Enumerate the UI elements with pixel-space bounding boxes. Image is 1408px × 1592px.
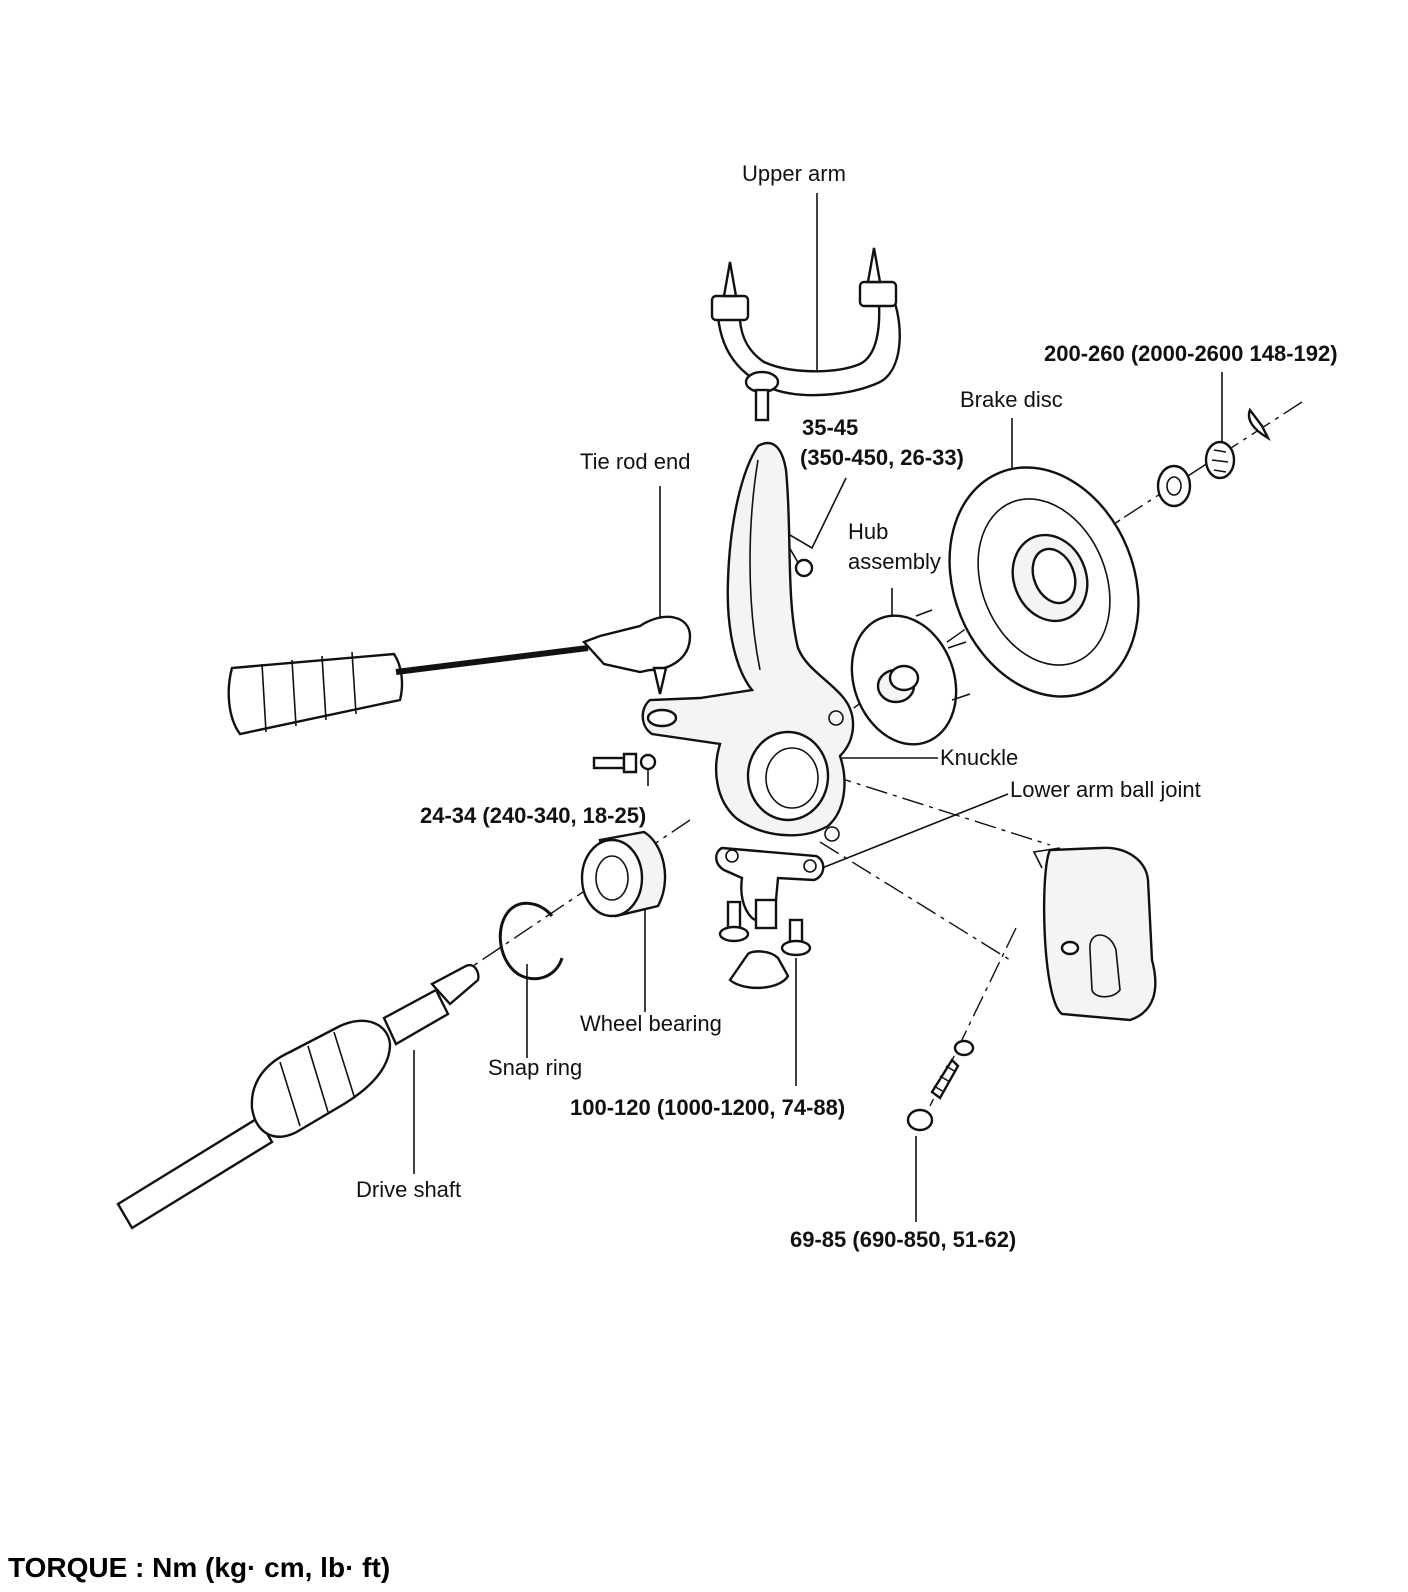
wheel-bearing-part — [580, 830, 667, 918]
drive-shaft-part — [116, 963, 480, 1230]
assembly-centerlines — [469, 401, 1303, 1107]
label-drive-shaft: Drive shaft — [356, 1177, 462, 1202]
label-wheel-bearing: Wheel bearing — [580, 1011, 722, 1036]
upper-arm-part — [710, 247, 901, 422]
label-torque-lower-arm: 100-120 (1000-1200, 74-88) — [570, 1095, 846, 1120]
leader-lines — [413, 193, 1223, 1222]
caliper-bolt-part — [906, 1039, 975, 1132]
label-torque-hub-nut: 200-260 (2000-2600 148-192) — [1044, 341, 1338, 366]
label-upper-arm: Upper arm — [742, 161, 846, 186]
hub-assembly-part — [850, 609, 971, 746]
label-torque-upper-joint-2: (350-450, 26-33) — [800, 445, 964, 470]
lower-ball-joint-part — [715, 846, 825, 990]
label-tie-rod-end: Tie rod end — [580, 449, 691, 474]
label-hub-assembly-line2: assembly — [848, 549, 941, 574]
label-torque-upper-joint-1: 35-45 — [802, 415, 859, 440]
snap-ring-part — [498, 901, 564, 981]
ball-joint-bolts — [718, 900, 812, 957]
label-brake-disc: Brake disc — [960, 387, 1063, 412]
label-torque-caliper: 69-85 (690-850, 51-62) — [790, 1227, 1017, 1252]
label-knuckle: Knuckle — [940, 745, 1019, 770]
knuckle-part — [641, 441, 855, 842]
label-lower-arm-ball-joint: Lower arm ball joint — [1010, 777, 1201, 802]
label-snap-ring: Snap ring — [488, 1055, 583, 1080]
torque-units-legend: TORQUE : Nm (kg· cm, lb· ft) — [8, 1552, 391, 1583]
brake-caliper-part — [1032, 846, 1157, 1022]
label-hub-assembly-line1: Hub — [848, 519, 889, 544]
upper-joint-nut — [794, 558, 814, 578]
label-torque-tie-rod: 24-34 (240-340, 18-25) — [420, 803, 647, 828]
hub-nut-part — [1156, 407, 1271, 508]
brake-disc-part — [948, 466, 1140, 698]
dust-boot — [728, 950, 790, 990]
tie-rod-nut — [592, 752, 657, 774]
tie-rod-part — [227, 615, 692, 774]
